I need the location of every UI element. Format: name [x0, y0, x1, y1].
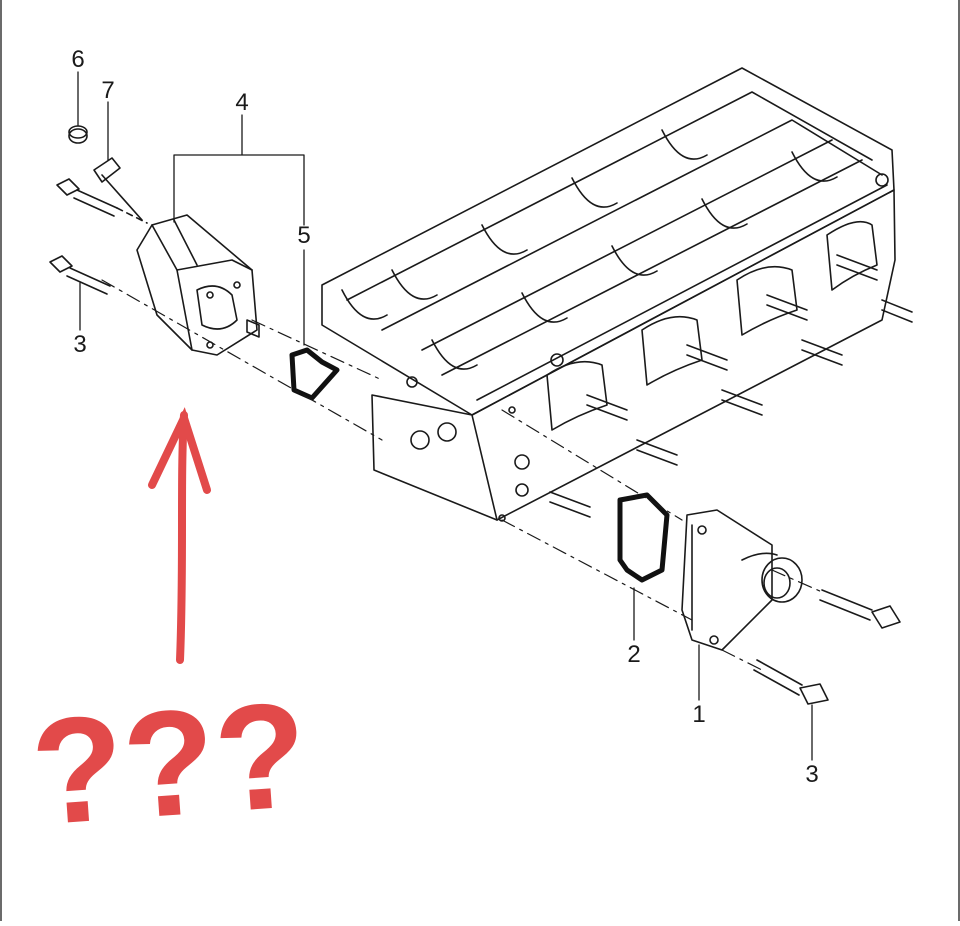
bolt-upper-right [819, 589, 901, 629]
gasket-5 [289, 347, 340, 401]
cylinder-head [321, 67, 896, 522]
callout-5: 5 [297, 222, 310, 249]
bolt-lower-right [753, 659, 829, 705]
assembly-guides [101, 279, 823, 671]
bolt-upper-left [56, 178, 148, 224]
head-studs [549, 254, 913, 518]
callout-1: 1 [692, 701, 705, 728]
callout-7: 7 [101, 77, 114, 104]
water-outlet [681, 509, 803, 651]
clip-7 [93, 157, 143, 221]
callout-3-right: 3 [805, 761, 818, 788]
seal-6 [68, 125, 88, 144]
callout-6: 6 [71, 46, 84, 73]
callout-2: 2 [627, 641, 640, 668]
red-arrow [148, 407, 211, 664]
question-annotation: ??? [26, 670, 312, 857]
left-housing [136, 214, 260, 356]
bolt-lower-left [49, 255, 111, 295]
callout-4: 4 [235, 89, 248, 116]
leader-lines [77, 71, 813, 761]
gasket-2 [617, 492, 670, 583]
callout-3-left: 3 [73, 331, 86, 358]
